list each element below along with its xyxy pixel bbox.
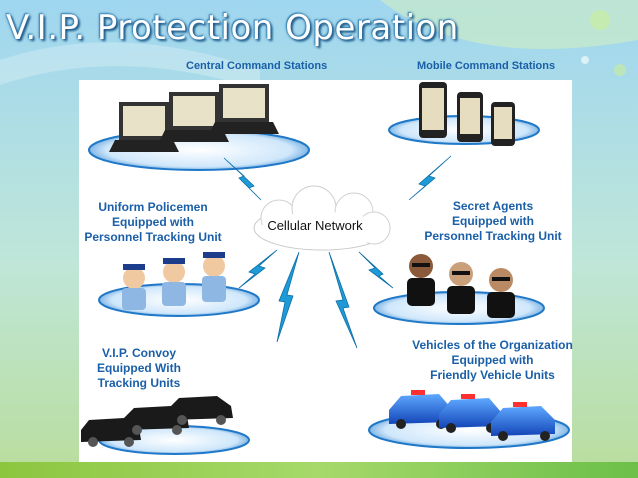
secret-agent-icon bbox=[447, 262, 475, 314]
secret-agent-icon bbox=[407, 254, 435, 306]
policeman-icon bbox=[202, 252, 226, 302]
agents-label: Secret Agents Equipped with Personnel Tr… bbox=[418, 199, 568, 244]
cellular-network-label: Cellular Network bbox=[267, 218, 363, 233]
bottom-strip bbox=[0, 462, 638, 478]
secret-agent-icon bbox=[487, 268, 515, 318]
convoy-label: V.I.P. Convoy Equipped With Tracking Uni… bbox=[84, 346, 194, 391]
lightning-bolts bbox=[223, 155, 452, 349]
police-car-icon bbox=[389, 390, 451, 429]
laptop-icon bbox=[159, 92, 229, 142]
policemen-label-line: Uniform Policemen bbox=[98, 200, 208, 214]
vehicles-label: Vehicles of the Organization Equipped wi… bbox=[405, 338, 580, 383]
lightning-bolt-icon bbox=[276, 251, 300, 343]
laptop-icon bbox=[209, 84, 279, 134]
agents-label-line: Equipped with bbox=[452, 214, 534, 228]
convoy-label-line: V.I.P. Convoy bbox=[101, 346, 177, 360]
lightning-bolt-icon bbox=[408, 155, 452, 201]
convoy-label-line: Tracking Units bbox=[97, 376, 181, 390]
policeman-icon bbox=[122, 264, 146, 310]
lightning-bolt-icon bbox=[223, 157, 262, 201]
cellular-network-cloud bbox=[253, 185, 391, 251]
vehicles-label-line: Vehicles of the Organization bbox=[412, 338, 573, 352]
smartphone-icon bbox=[419, 82, 447, 138]
page-title: V.I.P. Protection Operation bbox=[6, 8, 459, 48]
convoy-label-line: Equipped With bbox=[97, 361, 181, 375]
policemen-label-line: Equipped with bbox=[112, 215, 194, 229]
vehicles-label-line: Friendly Vehicle Units bbox=[430, 368, 555, 382]
lightning-bolt-icon bbox=[238, 249, 278, 289]
police-car-icon bbox=[491, 402, 555, 441]
agents-label-line: Secret Agents bbox=[452, 199, 534, 213]
policemen-label: Uniform Policemen Equipped with Personne… bbox=[79, 200, 227, 245]
network-diagram bbox=[81, 82, 570, 455]
laptop-icon bbox=[109, 102, 179, 152]
lightning-bolt-icon bbox=[358, 251, 394, 289]
mobile-command-label: Mobile Command Stations bbox=[417, 60, 556, 72]
policeman-icon bbox=[162, 258, 186, 306]
smartphone-icon bbox=[457, 92, 483, 142]
smartphone-icon bbox=[491, 102, 515, 146]
black-sedan-icon bbox=[169, 396, 233, 425]
vehicles-label-line: Equipped with bbox=[451, 353, 534, 367]
policemen-label-line: Personnel Tracking Unit bbox=[84, 230, 222, 244]
central-command-label: Central Command Stations bbox=[186, 60, 328, 72]
lightning-bolt-icon bbox=[328, 251, 358, 349]
agents-label-line: Personnel Tracking Unit bbox=[424, 229, 562, 243]
